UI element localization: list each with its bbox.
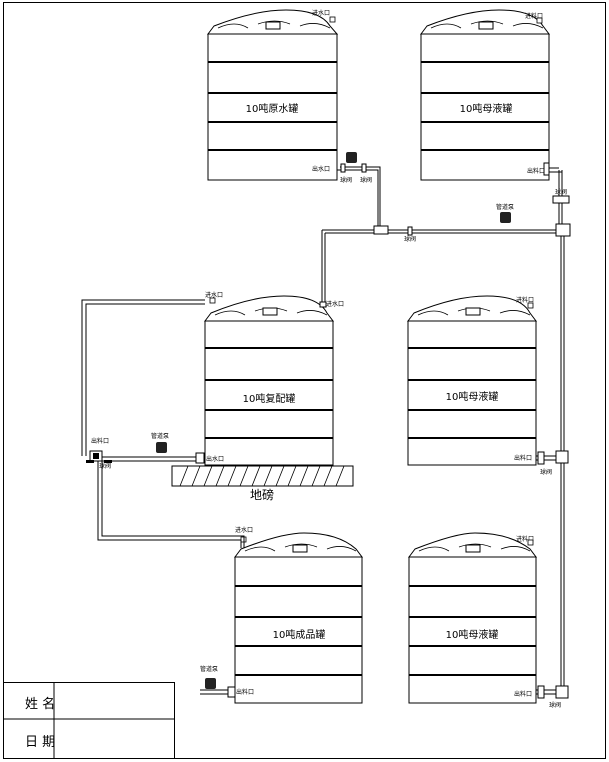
name-field[interactable] [55,683,174,718]
name-label: 姓 名 [25,696,55,712]
tank-mother-liquor-2: 10吨母液罐 进料口 出料口 [407,295,537,466]
tank-mother-liquor-1-inlet: 进料口 [525,12,543,20]
tank-mother-liquor-3-label: 10吨母液罐 [446,628,499,641]
pump-label-1: 管道泵 [496,203,514,211]
pump-icon [346,152,357,163]
tank-mother-liquor-3-inlet: 进料口 [516,535,534,543]
tank-compound-outlet: 出水口 [206,455,224,463]
tank-product-label: 10吨成品罐 [273,628,326,641]
valve-label-5: 球阀 [540,468,552,476]
date-label: 日 期 [25,735,55,750]
valve-label-4: 球阀 [555,188,567,196]
valves [319,163,413,308]
pump-label-2: 管道泵 [151,432,169,440]
tank-mother-liquor-1: 10吨母液罐 进料口 出料口 [420,9,550,181]
pump-label-3: 管道泵 [200,665,218,673]
valve-label-6: 球阀 [549,701,561,709]
page-border [3,2,606,759]
tank-product: 10吨成品罐 进水口 出料口 [234,526,363,704]
valve-label-3: 球阀 [404,235,416,243]
pump-icon [205,678,216,689]
valve-icon [319,301,327,308]
fittings [195,162,571,699]
tank-mother-liquor-3-outlet: 出料口 [514,690,532,698]
tank-product-inlet: 进水口 [235,526,253,534]
left-junction-label: 出料口 [91,437,109,445]
valve-icon [340,163,346,173]
tank-compound-label: 10吨复配罐 [243,392,296,405]
valve-label-7: 球阀 [99,462,111,470]
pump-icon [500,212,511,223]
tank-mother-liquor-1-label: 10吨母液罐 [460,102,513,115]
valve-label-1: 球阀 [340,176,352,184]
valve-label-2: 球阀 [360,176,372,184]
tank-compound-inlet-right: 进水口 [326,300,344,308]
tank-compound: 10吨复配罐 进水口 进水口 出水口 [204,291,344,466]
tank-compound-inlet: 进水口 [205,291,223,299]
tank-mother-liquor-2-label: 10吨母液罐 [446,390,499,403]
tank-mother-liquor-2-outlet: 出料口 [514,454,532,462]
valve-icon [361,163,367,173]
left-junction [86,450,112,463]
tank-mother-liquor-1-outlet: 出料口 [527,167,545,175]
signoff-form: 姓 名 日 期 [3,682,175,759]
pump-icon [156,442,167,453]
tank-raw-water: 10吨原水罐 进水口 出水口 [207,9,339,181]
tank-mother-liquor-2-inlet: 进料口 [516,296,534,304]
date-field[interactable] [55,720,174,758]
tank-raw-water-inlet: 进水口 [312,9,330,17]
pumps [156,152,511,689]
tank-raw-water-label: 10吨原水罐 [246,102,299,115]
valve-icon [407,226,413,236]
tank-raw-water-outlet: 出水口 [312,165,330,173]
ground-scale-label: 地磅 [250,487,274,502]
ground-scale: 地磅 [171,465,354,502]
tank-product-outlet: 出料口 [236,688,254,696]
tank-mother-liquor-3: 10吨母液罐 进料口 出料口 [408,532,537,704]
